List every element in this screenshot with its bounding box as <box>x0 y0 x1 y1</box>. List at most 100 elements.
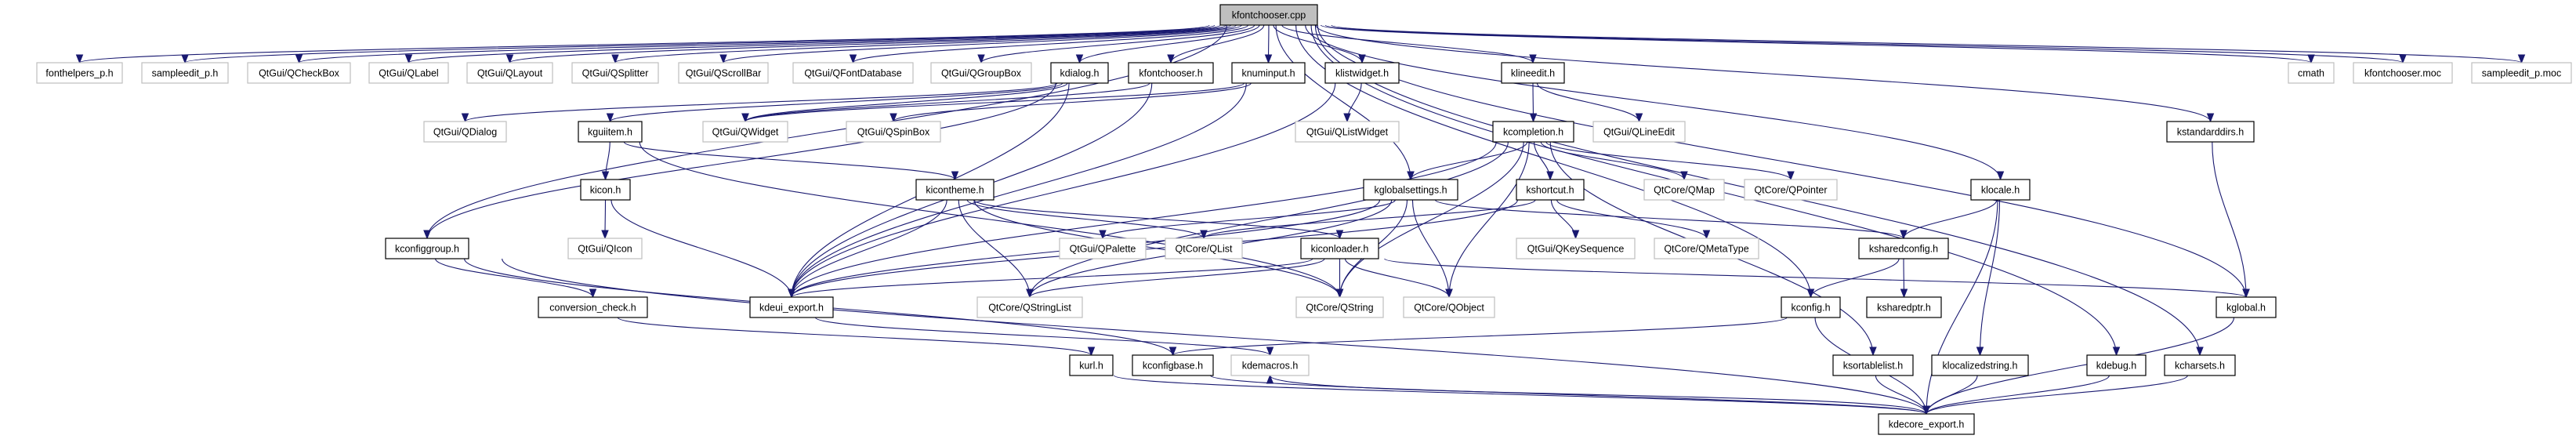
node-kglobal[interactable]: kglobal.h <box>2216 296 2277 318</box>
node-label: kfontchooser.moc <box>2364 68 2441 79</box>
node-kicon[interactable]: kicon.h <box>580 179 631 201</box>
node-box <box>2353 62 2453 84</box>
node-label: ksortablelist.h <box>1843 361 1903 372</box>
node-kcompletion[interactable]: kcompletion.h <box>1492 121 1574 143</box>
node-box <box>1643 179 1725 201</box>
edge-arrowhead <box>404 54 413 64</box>
edge-arrowhead <box>1200 230 1208 240</box>
node-kdialog[interactable]: kdialog.h <box>1050 62 1109 84</box>
edge-kcompletion-to-qstringlist <box>1029 141 1509 298</box>
node-kfontchooserh[interactable]: kfontchooser.h <box>1128 62 1214 84</box>
node-box <box>702 121 788 143</box>
node-klocale[interactable]: klocale.h <box>1970 179 2031 201</box>
edge-arrowhead <box>505 54 514 64</box>
edge-root-to-qfontdatabase <box>852 24 1249 63</box>
edge-kicontheme-to-qstringlist <box>958 199 1031 298</box>
edge-arrowhead <box>1168 346 1177 357</box>
node-box <box>749 296 834 318</box>
edge-kshortcut-to-kdeuiexport <box>791 199 1518 298</box>
node-qlist: QtCore/QList <box>1165 238 1243 259</box>
node-kdemacros: kdemacros.h <box>1230 354 1310 376</box>
node-kguiitem[interactable]: kguiitem.h <box>578 121 643 143</box>
edge-arrowhead <box>1264 54 1273 64</box>
edge-arrowhead <box>2242 288 2250 299</box>
edge-root-to-cmath <box>1320 24 2312 63</box>
node-kglobalsettings[interactable]: kglobalsettings.h <box>1363 179 1458 201</box>
node-label: QtGui/QListWidget <box>1306 127 1389 138</box>
edge-kdebug-to-kdecoreexport <box>1926 375 2110 415</box>
node-box <box>368 62 449 84</box>
node-ksortablelist[interactable]: ksortablelist.h <box>1832 354 1914 376</box>
node-kurl[interactable]: kurl.h <box>1069 354 1114 376</box>
node-qicon: QtGui/QIcon <box>567 238 643 259</box>
node-kiconloader[interactable]: kiconloader.h <box>1300 238 1379 259</box>
edge-arrowhead <box>1869 346 1877 357</box>
node-qlineedit: QtGui/QLineEdit <box>1592 121 1686 143</box>
node-cmath: cmath <box>2288 62 2335 84</box>
edge-arrowhead <box>1529 54 1537 64</box>
edge-arrowhead <box>181 54 189 64</box>
node-label: kcharsets.h <box>2175 361 2225 372</box>
edge-conversion-to-kurl <box>617 317 1092 356</box>
edge-arrowhead <box>1335 230 1344 240</box>
node-box <box>1295 121 1400 143</box>
node-box <box>247 62 351 84</box>
edge-arrowhead <box>589 288 597 299</box>
node-box <box>930 62 1032 84</box>
node-box <box>1230 354 1310 376</box>
node-box <box>1059 238 1147 259</box>
node-knuminput[interactable]: knuminput.h <box>1231 62 1306 84</box>
node-qlistwidget: QtGui/QListWidget <box>1295 121 1400 143</box>
edge-kdialog-to-qdialog <box>464 82 1058 122</box>
edge-root-to-fonthelpers <box>78 24 1210 63</box>
node-klistwidget[interactable]: klistwidget.h <box>1324 62 1400 84</box>
node-qgroupbox: QtGui/QGroupBox <box>930 62 1032 84</box>
edge-klineedit-to-qlineedit <box>1536 82 1640 122</box>
node-kicontheme[interactable]: kicontheme.h <box>915 179 995 201</box>
node-label: QtGui/QSplitter <box>582 68 649 79</box>
node-klocalizedstring[interactable]: klocalizedstring.h <box>1931 354 2029 376</box>
node-kshortcut[interactable]: kshortcut.h <box>1516 179 1585 201</box>
edge-kconfiggroup-to-conversion <box>435 258 594 298</box>
node-ksharedptr[interactable]: ksharedptr.h <box>1866 296 1942 318</box>
node-label: QtCore/QString <box>1306 303 1373 314</box>
edge-arrowhead <box>1900 230 1908 240</box>
edge-arrowhead <box>1702 230 1711 240</box>
node-klineedit[interactable]: klineedit.h <box>1501 62 1565 84</box>
node-label: kconfig.h <box>1791 303 1830 314</box>
node-root[interactable]: kfontchooser.cpp <box>1219 4 1318 26</box>
node-label: kfontchooser.h <box>1139 68 1202 79</box>
node-label: kicontheme.h <box>926 185 984 196</box>
node-kstandarddirs[interactable]: kstandarddirs.h <box>2166 121 2255 143</box>
node-label: QtCore/QList <box>1176 244 1233 255</box>
edge-kshortcut-to-qmetatype <box>1556 199 1708 239</box>
node-kdeuiexport[interactable]: kdeui_export.h <box>749 296 834 318</box>
edge-root-to-qcheckbox <box>298 24 1221 63</box>
edge-arrowhead <box>1075 54 1084 64</box>
edge-arrowhead <box>977 54 985 64</box>
edge-root-to-qgroupbox <box>980 24 1255 63</box>
edge-root-to-kstandarddirs <box>1315 24 2212 122</box>
node-label: QtGui/QWidget <box>712 127 779 138</box>
edge-kconfigbase-to-kdecoreexport <box>1210 375 1927 415</box>
node-qcheckbox: QtGui/QCheckBox <box>247 62 351 84</box>
node-box <box>1781 296 1841 318</box>
node-kdebug[interactable]: kdebug.h <box>2086 354 2147 376</box>
node-box <box>1931 354 2029 376</box>
node-kdecoreexport[interactable]: kdecore_export.h <box>1878 413 1975 435</box>
node-box <box>1324 62 1400 84</box>
node-label: QtGui/QLayout <box>477 68 543 79</box>
node-kcharsets[interactable]: kcharsets.h <box>2164 354 2236 376</box>
edge-arrowhead <box>719 54 727 64</box>
node-kconfiggroup[interactable]: kconfiggroup.h <box>385 238 469 259</box>
node-ksharedconfig[interactable]: ksharedconfig.h <box>1858 238 1949 259</box>
node-box <box>846 121 941 143</box>
node-box <box>1878 413 1975 435</box>
node-kconfig[interactable]: kconfig.h <box>1781 296 1841 318</box>
node-conversion[interactable]: conversion_check.h <box>538 296 648 318</box>
node-kconfigbase[interactable]: kconfigbase.h <box>1132 354 1214 376</box>
node-qscrollbar: QtGui/QScrollBar <box>678 62 769 84</box>
node-qmap: QtCore/QMap <box>1643 179 1725 201</box>
edge-kdecoreexport-to-kdemacros <box>1269 375 1927 415</box>
edge-arrowhead <box>1806 288 1815 299</box>
